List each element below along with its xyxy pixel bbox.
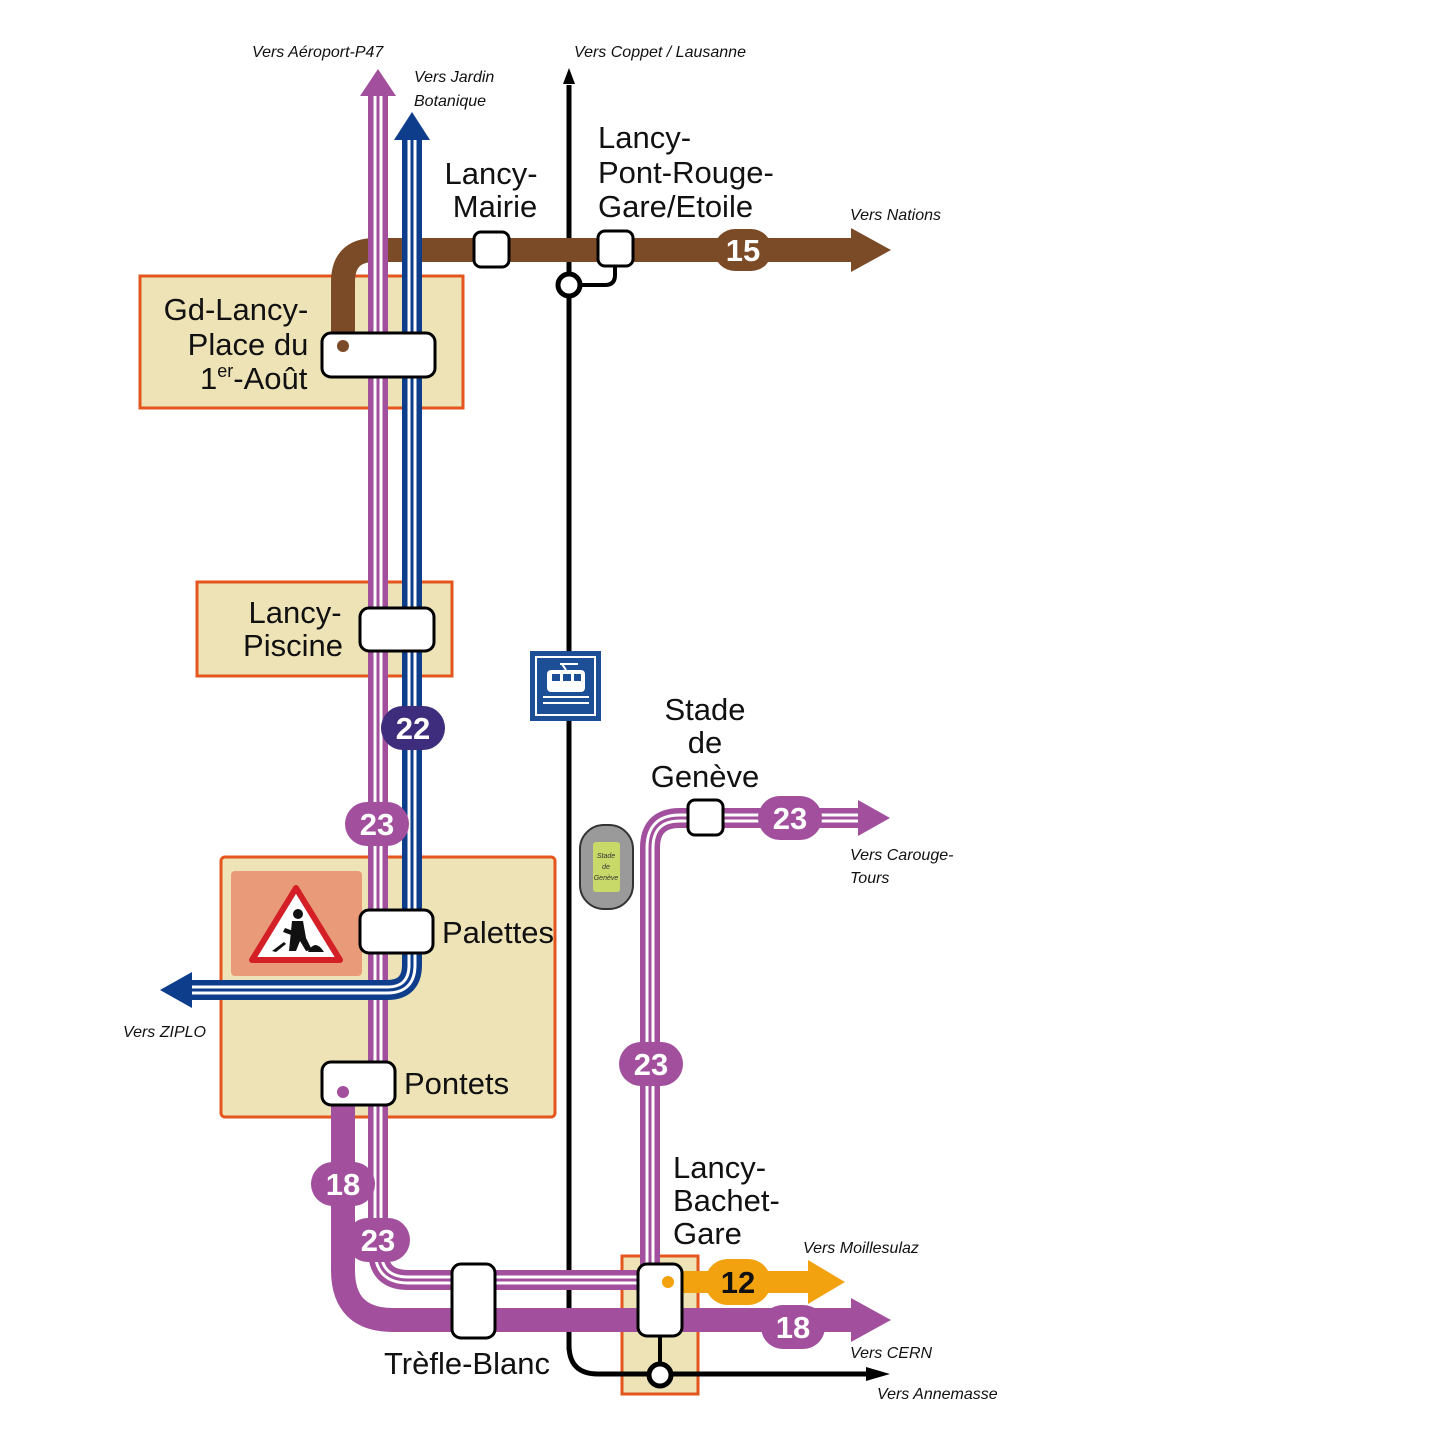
direction-annemasse: Vers Annemasse xyxy=(877,1386,998,1403)
badge-line-22[interactable]: 22 xyxy=(381,706,445,750)
station-trefle-blanc-label: Trèfle-Blanc xyxy=(384,1346,550,1381)
station-bachet-line3: Gare xyxy=(673,1216,742,1251)
stop-pontets[interactable] xyxy=(320,1060,397,1107)
station-stade-line1: Stade xyxy=(664,692,745,727)
direction-nations: Vers Nations xyxy=(850,207,941,224)
stop-trefle-blanc[interactable] xyxy=(450,1262,497,1340)
stop-stade-de-geneve[interactable] xyxy=(686,798,725,837)
stop-lancy-piscine[interactable] xyxy=(358,606,436,653)
station-pontets-label: Pontets xyxy=(404,1066,509,1101)
pont-rouge-connector xyxy=(569,258,617,287)
station-stade-line3: Genève xyxy=(651,759,760,794)
station-pont-rouge-line2: Pont-Rouge- xyxy=(598,155,774,190)
badge-line-18-label: 18 xyxy=(326,1167,360,1202)
station-pont-rouge-line3: Gare/Etoile xyxy=(598,189,753,224)
station-bachet-line1: Lancy- xyxy=(673,1150,766,1185)
direction-jardin-line2: Botanique xyxy=(414,93,486,110)
line-22-route xyxy=(160,112,430,1008)
direction-ziplo: Vers ZIPLO xyxy=(123,1024,206,1041)
stop-palettes[interactable] xyxy=(358,908,435,955)
station-lancy-mairie-line2: Mairie xyxy=(453,189,537,224)
direction-carouge-line2: Tours xyxy=(850,870,889,887)
badge-line-23-label: 23 xyxy=(360,807,394,842)
stadium-icon: Stade de Genève xyxy=(579,824,634,910)
roadworks-warning-icon xyxy=(231,871,362,976)
badge-line-23-carouge[interactable]: 23 xyxy=(758,796,822,840)
badge-line-15-label: 15 xyxy=(726,233,760,268)
badge-line-18-west[interactable]: 18 xyxy=(311,1162,375,1206)
badge-line-23-south[interactable]: 23 xyxy=(346,1218,410,1262)
station-lancy-piscine-line2: Piscine xyxy=(243,628,343,663)
railway-station-bachet xyxy=(646,1361,674,1389)
badge-line-18-cern[interactable]: 18 xyxy=(761,1305,825,1349)
badge-line-23-label: 23 xyxy=(634,1047,668,1082)
line-23-route-east xyxy=(640,800,890,1280)
line-18-route xyxy=(331,1090,891,1342)
stop-pont-rouge[interactable] xyxy=(596,229,635,268)
railway-station-pont-rouge xyxy=(555,271,583,299)
station-lancy-piscine-line1: Lancy- xyxy=(248,595,341,630)
stop-gd-lancy[interactable] xyxy=(320,331,437,379)
station-bachet-line2: Bachet- xyxy=(673,1183,780,1218)
badge-line-15[interactable]: 15 xyxy=(714,229,772,271)
direction-carouge-line1: Vers Carouge- xyxy=(850,847,953,864)
station-bachet-label: Lancy- Bachet- Gare xyxy=(673,1150,780,1251)
stop-lancy-bachet[interactable] xyxy=(636,1262,684,1338)
direction-coppet: Vers Coppet / Lausanne xyxy=(574,44,746,61)
station-gd-lancy-line1: Gd-Lancy- xyxy=(164,292,309,327)
badge-line-12-label: 12 xyxy=(721,1265,755,1300)
badge-line-23-label: 23 xyxy=(361,1223,395,1258)
station-lancy-mairie-line1: Lancy- xyxy=(444,156,537,191)
badge-line-23-west[interactable]: 23 xyxy=(345,802,409,846)
stop-lancy-bachet-marker xyxy=(662,1276,674,1288)
stop-gd-lancy-marker xyxy=(337,340,349,352)
stop-pontets-marker xyxy=(337,1086,349,1098)
station-stade-line2: de xyxy=(688,725,722,760)
station-gd-lancy-line3: 1er-Août xyxy=(200,361,308,396)
direction-aeroport: Vers Aéroport-P47 xyxy=(252,44,384,61)
stadium-label-2: de xyxy=(602,864,610,871)
direction-cern: Vers CERN xyxy=(850,1345,933,1362)
direction-moillesulaz: Vers Moillesulaz xyxy=(803,1240,919,1257)
station-pont-rouge-line1: Lancy- xyxy=(598,120,691,155)
station-pont-rouge-label: Lancy- Pont-Rouge- Gare/Etoile xyxy=(598,120,774,224)
stadium-label-1: Stade xyxy=(597,853,615,860)
station-gd-lancy-label: Gd-Lancy- Place du 1er-Août xyxy=(164,292,309,396)
stadium-label-3: Genève xyxy=(594,875,619,882)
direction-jardin-line1: Vers Jardin xyxy=(414,69,494,86)
station-gd-lancy-line2: Place du xyxy=(188,327,309,362)
station-lancy-piscine-label: Lancy- Piscine xyxy=(243,595,343,663)
station-lancy-mairie-label: Lancy- Mairie xyxy=(444,156,537,224)
badge-line-18-label: 18 xyxy=(776,1310,810,1345)
station-stade-label: Stade de Genève xyxy=(651,692,760,794)
badge-line-12[interactable]: 12 xyxy=(705,1259,771,1305)
badge-line-23-east[interactable]: 23 xyxy=(619,1042,683,1086)
badge-line-22-label: 22 xyxy=(396,711,430,746)
stop-lancy-mairie[interactable] xyxy=(472,230,511,269)
station-palettes-label: Palettes xyxy=(442,915,554,950)
badge-line-23-label: 23 xyxy=(773,801,807,836)
train-icon xyxy=(530,651,601,721)
